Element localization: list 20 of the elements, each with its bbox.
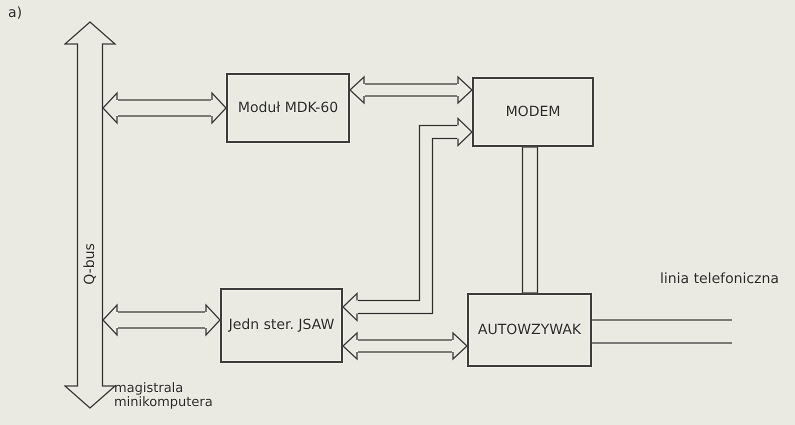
block-box	[467, 293, 592, 367]
block-label: MODEM	[504, 102, 562, 122]
block-label: Moduł MDK-60	[236, 98, 340, 118]
block-label: Jedn ster. JSAW	[226, 316, 336, 335]
block-box	[220, 288, 343, 363]
bus-label: Q-bus	[82, 242, 98, 287]
connection-line	[522, 146, 538, 294]
double-line-arrow	[348, 76, 474, 104]
double-line-arrow	[341, 117, 474, 322]
panel-label: a)	[8, 6, 22, 22]
double-line-arrow	[341, 332, 469, 360]
block-box	[472, 77, 594, 147]
bus-caption: magistrala minikomputera	[114, 382, 214, 411]
block-label: AUTOWZYWAK	[476, 320, 582, 340]
double-line-arrow	[102, 304, 222, 336]
double-line-arrow	[102, 92, 228, 124]
block-box	[226, 73, 350, 143]
connection-line	[592, 342, 732, 344]
connection-line	[592, 319, 732, 321]
edge-label: linia telefoniczna	[660, 272, 780, 288]
